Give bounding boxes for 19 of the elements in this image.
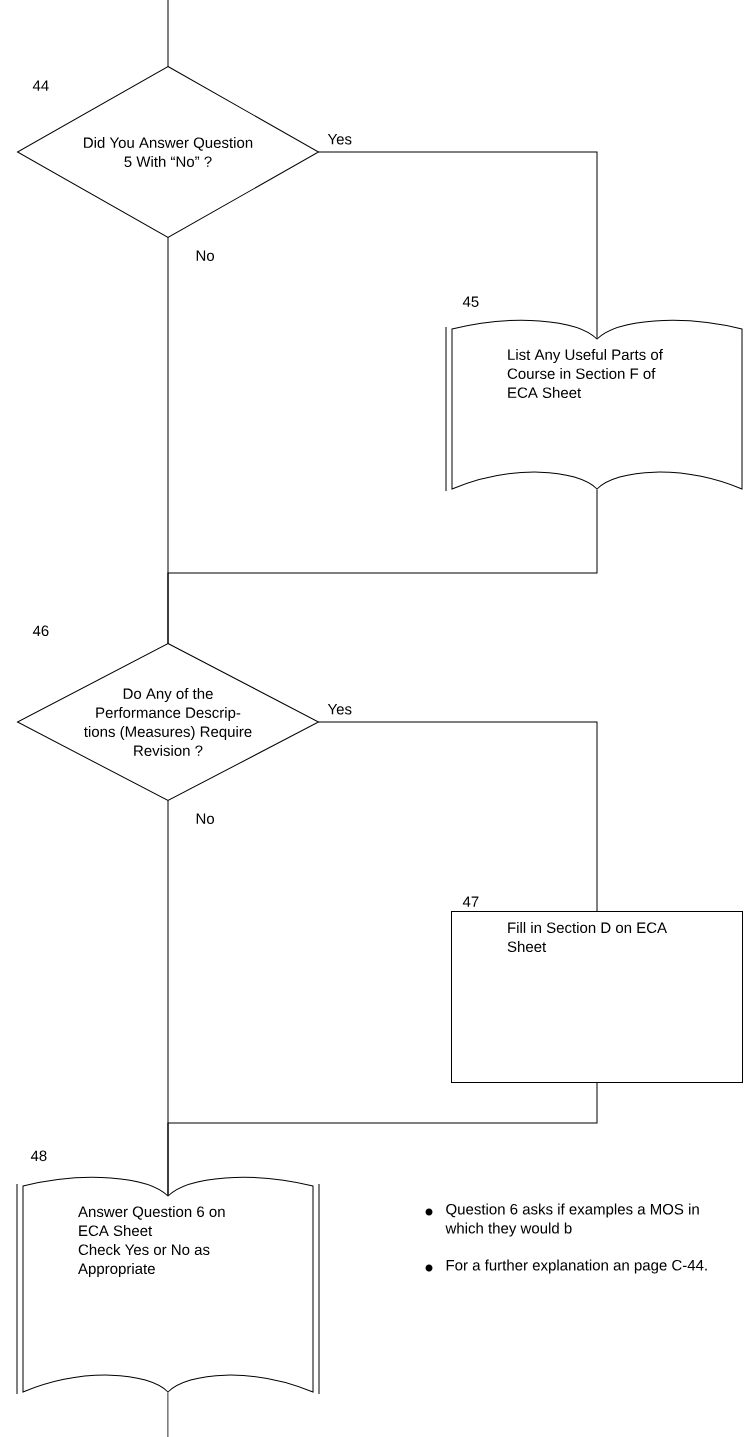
connector bbox=[318, 721, 598, 912]
note: Question 6 asks if examples a MOS in which they would b bbox=[445, 1203, 699, 1237]
step-number: 46 bbox=[32, 625, 49, 637]
connector bbox=[167, 1392, 169, 1437]
edge-label: Yes bbox=[326, 703, 353, 716]
document-box: List Any Useful Parts of Course in Section F of ECA Sheet bbox=[445, 319, 743, 492]
connector bbox=[167, 0, 169, 67]
step-number: 47 bbox=[462, 896, 479, 907]
connector bbox=[167, 1082, 598, 1196]
step-number: 48 bbox=[30, 1150, 47, 1162]
step-number: 44 bbox=[32, 80, 49, 91]
process-box: Fill in Section D on ECA Sheet bbox=[451, 911, 743, 1083]
edge-label: No bbox=[194, 812, 216, 825]
note: For a further explanation an page C-44. bbox=[446, 1259, 707, 1274]
step-number: 45 bbox=[462, 296, 479, 307]
connector bbox=[167, 489, 598, 644]
document-box: Answer Question 6 on ECA Sheet Check Yes or No as Appropriate bbox=[16, 1176, 320, 1395]
edge-label: Yes bbox=[326, 133, 353, 146]
edge-label: No bbox=[194, 249, 216, 262]
